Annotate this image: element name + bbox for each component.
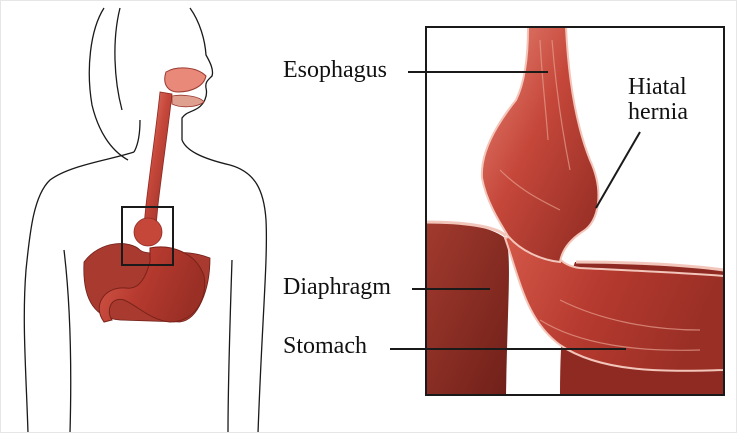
label-hiatal-line1: Hiatal — [628, 75, 688, 100]
esophagus-small — [144, 92, 172, 226]
hernia-small — [134, 218, 162, 246]
label-diaphragm: Diaphragm — [283, 275, 391, 300]
label-hiatal-hernia: Hiatal hernia — [628, 75, 688, 125]
label-stomach: Stomach — [283, 334, 367, 359]
label-esophagus: Esophagus — [283, 58, 387, 83]
label-hiatal-line2: hernia — [628, 100, 688, 125]
